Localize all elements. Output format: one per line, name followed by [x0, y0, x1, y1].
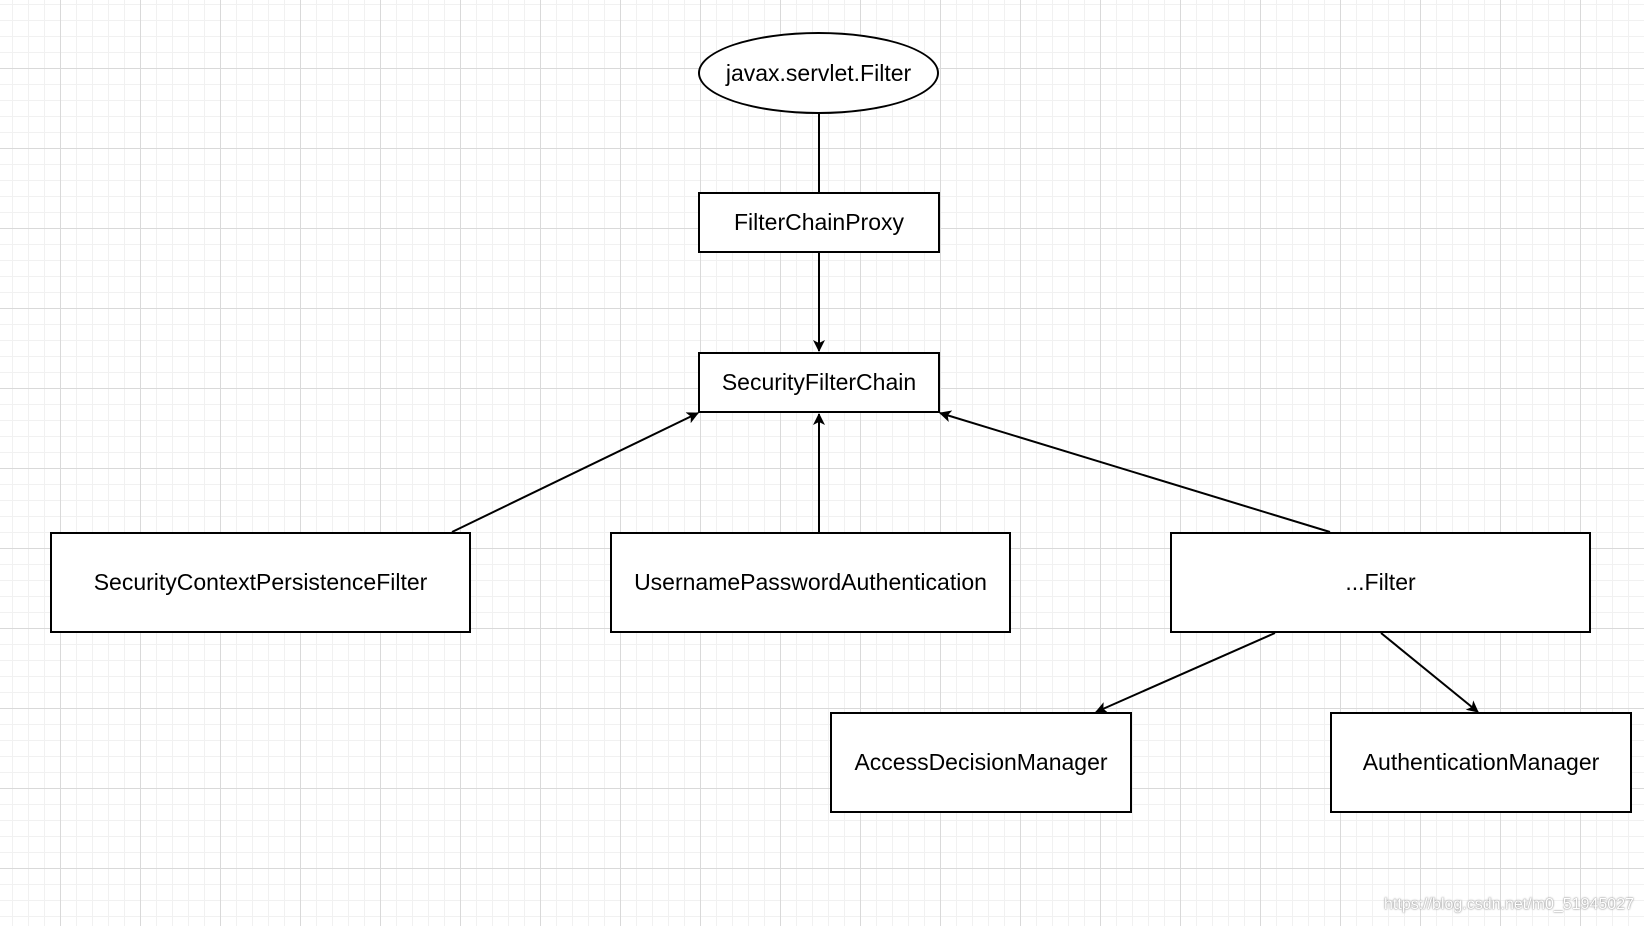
- edge-other-to-chain: [939, 410, 1331, 533]
- edge-scpf-to-chain: [451, 412, 699, 533]
- watermark-url: https://blog.csdn.net/m0_51945027: [1384, 896, 1634, 913]
- node-javax-servlet-filter[interactable]: javax.servlet.Filter: [698, 32, 939, 114]
- node-username-password-authentication[interactable]: UsernamePasswordAuthentication: [610, 532, 1011, 633]
- node-filter-chain-proxy[interactable]: FilterChainProxy: [698, 192, 940, 253]
- edge-other-to-adm: [1095, 632, 1276, 714]
- edge-other-to-am: [1380, 632, 1479, 713]
- node-security-filter-chain[interactable]: SecurityFilterChain: [698, 352, 940, 413]
- node-security-context-persistence-filter[interactable]: SecurityContextPersistenceFilter: [50, 532, 471, 633]
- node-authentication-manager[interactable]: AuthenticationManager: [1330, 712, 1632, 813]
- node-other-filter[interactable]: ...Filter: [1170, 532, 1591, 633]
- node-access-decision-manager[interactable]: AccessDecisionManager: [830, 712, 1132, 813]
